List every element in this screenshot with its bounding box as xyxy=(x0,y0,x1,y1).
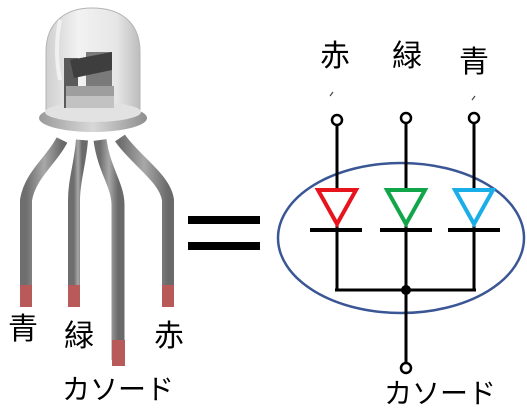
lead-label-blue: 青 xyxy=(8,312,38,347)
lead-label-green: 緑 xyxy=(64,319,94,354)
led-leads xyxy=(20,134,174,366)
schematic-cathode-label: カソード xyxy=(384,377,497,410)
lead-label-red: 赤 xyxy=(154,319,184,354)
lead-green xyxy=(68,139,88,300)
diode-red xyxy=(314,188,360,229)
tick-red xyxy=(329,91,334,97)
tick-blue xyxy=(471,95,476,101)
lead-tip-green xyxy=(68,285,80,307)
schematic-label-blue: 青 xyxy=(459,45,489,80)
schematic-label-red: 赤 xyxy=(320,39,350,74)
anode-terminal-red xyxy=(330,113,344,127)
lead-cathode xyxy=(93,138,125,360)
lead-tip-red xyxy=(162,285,174,307)
diode-green xyxy=(383,188,429,229)
left-cathode-label: カソード xyxy=(62,373,175,406)
lead-tip-cathode xyxy=(112,340,125,366)
cathode-terminal xyxy=(399,361,413,375)
schematic-label-green: 緑 xyxy=(392,39,422,74)
lead-blue xyxy=(20,137,68,292)
schematic-outline xyxy=(276,161,526,315)
anode-terminal-blue xyxy=(467,111,481,125)
diode-blue xyxy=(451,188,497,229)
equals-sign xyxy=(188,216,260,250)
lead-tip-blue xyxy=(20,285,32,307)
lead-red xyxy=(115,134,174,300)
led-dome xyxy=(39,7,147,132)
anode-terminal-green xyxy=(399,111,413,125)
